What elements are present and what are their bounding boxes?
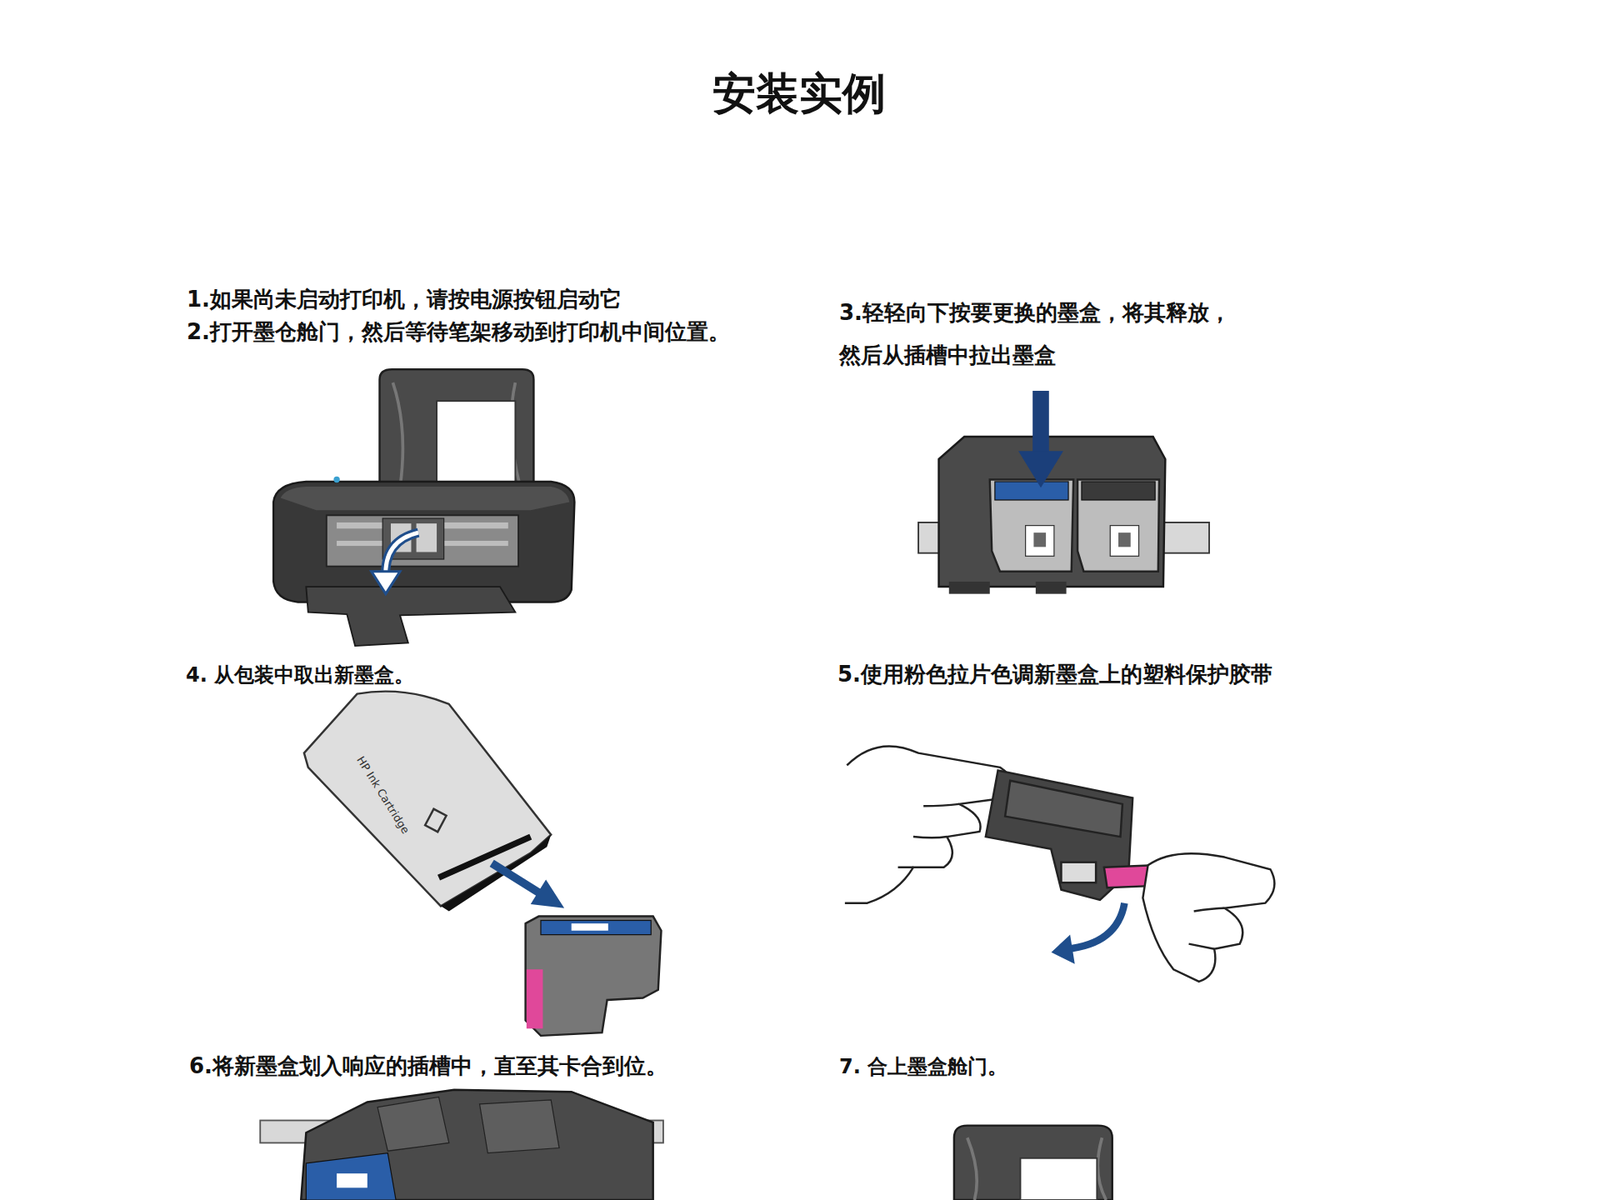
step-text: 5.使用粉色拉片色调新墨盒上的塑料保护胶带 [837,660,1273,690]
carriage-open-figure [260,1090,664,1200]
step-text: 3.轻轻向下按要更换的墨盒，将其释放， 然后从插槽中拉出墨盒 [839,291,1248,377]
hands-figure [845,745,1275,982]
page-title: 安装实例 [712,65,886,124]
step-text: 4. 从包装中取出新墨盒。 [185,661,415,689]
step-text: 1.如果尚未启动打印机，请按电源按钮启动它 [186,285,622,315]
step-text: 6.将新墨盒划入响应的插槽中，直至其卡合到位。 [189,1051,668,1081]
carriage-figure [918,390,1210,595]
step-text: 2.打开墨仓舱门，然后等待笔架移动到打印机中间位置。 [186,317,730,347]
printer-lid-figure [954,1125,1113,1200]
printer-figure [273,369,575,646]
package-figure [304,691,662,1036]
step-text: 7. 合上墨盒舱门。 [839,1053,1008,1080]
